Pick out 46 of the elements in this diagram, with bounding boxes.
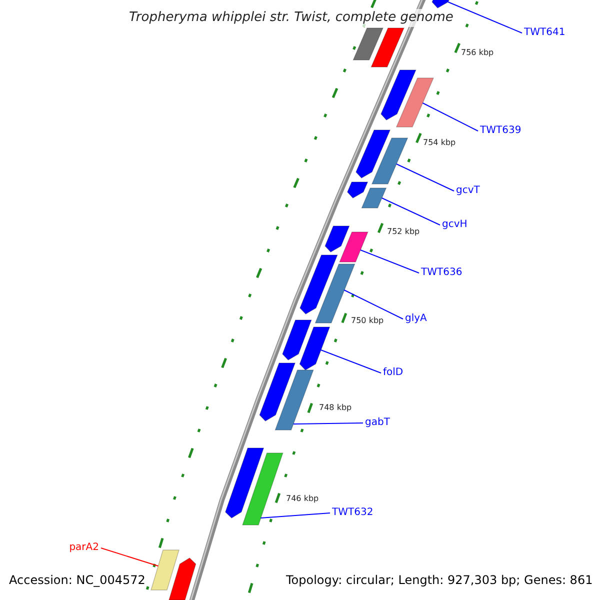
info-text: Topology: circular; Length: 927,303 bp; Genes: 861 — [286, 574, 593, 586]
tick-label: 754 kbp — [423, 139, 456, 147]
gene-label: TWT636 — [421, 266, 462, 280]
gene-bar — [371, 138, 408, 184]
gene-label: TWT641 — [524, 26, 566, 40]
gene-bar — [356, 130, 391, 178]
gene-bar — [396, 78, 434, 128]
gene-label: gabT — [365, 416, 390, 430]
gene-bar — [299, 326, 330, 370]
gene-bar — [346, 182, 368, 198]
tick-label: 752 kbp — [387, 228, 420, 236]
tick-label: 746 kbp — [286, 495, 319, 503]
gene-label: TWT632 — [332, 506, 374, 520]
gene-bar — [282, 320, 312, 360]
leader-line — [396, 164, 454, 192]
gene-bar — [370, 28, 405, 68]
leader-line — [344, 290, 404, 320]
gene-bar — [259, 362, 296, 422]
tick-label: 756 kbp — [461, 49, 494, 57]
leader-line — [360, 250, 420, 274]
leader-line — [320, 350, 382, 374]
gene-bar — [339, 232, 368, 262]
gene-label: gcvT — [456, 184, 480, 198]
gene-bar — [324, 226, 350, 252]
gene-bar — [380, 70, 416, 120]
gene-bar — [361, 188, 387, 208]
gene-label: glyA — [405, 312, 427, 326]
gene-bar — [225, 448, 264, 518]
gene-bar — [352, 28, 384, 60]
info-text: Accession: NC_004572 — [9, 574, 146, 586]
gene-bar — [150, 550, 180, 590]
leader-line — [422, 102, 478, 132]
gene-label: folD — [383, 366, 404, 380]
gene-bar — [242, 452, 284, 526]
leader-line — [448, 2, 522, 34]
gene-label: gcvH — [442, 218, 468, 232]
leader-line — [260, 512, 330, 518]
tick-label: 750 kbp — [351, 317, 384, 325]
leader-line — [100, 548, 159, 566]
gene-bar — [168, 558, 196, 600]
gene-bar — [300, 254, 338, 314]
leader-line — [292, 422, 364, 424]
gene-bar — [274, 370, 314, 430]
leader-line — [381, 198, 440, 226]
gene-label: TWT639 — [480, 124, 522, 138]
gene-label: parA2 — [69, 541, 99, 555]
